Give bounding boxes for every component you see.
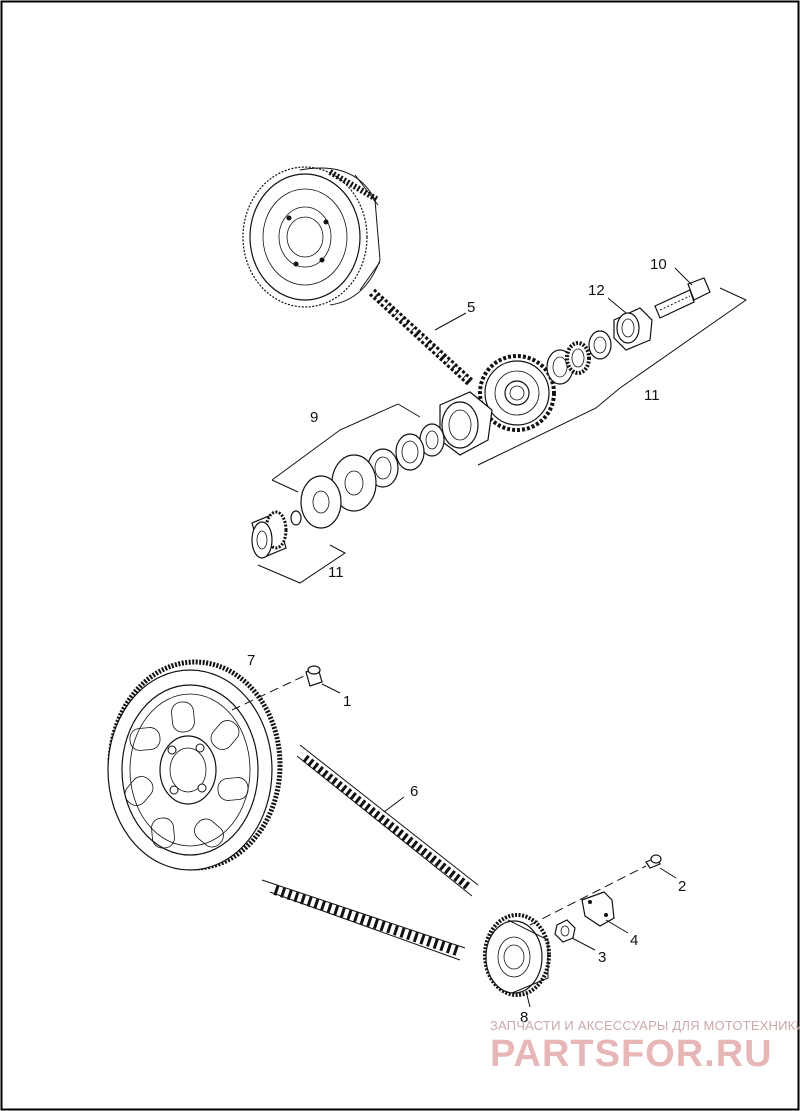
drive-belt [261, 744, 479, 961]
watermark: ЗАПЧАСТИ И АКСЕССУАРЫ ДЛЯ МОТОТЕХНИКИ PA… [490, 1018, 800, 1075]
primary-chain [368, 288, 474, 386]
sprocket-nut [554, 919, 576, 943]
callout-12: 12 [588, 282, 605, 299]
callout-2: 2 [678, 878, 686, 895]
sliding-cam [439, 391, 493, 456]
callout-7: 7 [247, 652, 255, 669]
lock-plate [581, 891, 615, 927]
compensator-bolt [654, 277, 711, 319]
callout-labels: 1 2 3 4 5 6 7 8 9 10 11 11 12 [247, 256, 686, 1026]
callout-9: 9 [310, 409, 318, 426]
compensator-sprocket [478, 354, 556, 432]
bracket-11-right [477, 287, 748, 466]
washer-stack [290, 423, 445, 529]
callout-11-right: 11 [644, 387, 660, 404]
transmission-sprocket [483, 913, 551, 997]
compensator-washers [546, 330, 612, 385]
callout-3: 3 [598, 949, 606, 966]
callout-5: 5 [467, 299, 475, 316]
rear-pulley [107, 659, 283, 871]
shaft-extension [251, 510, 288, 559]
callout-10: 10 [650, 256, 667, 273]
watermark-tagline: ЗАПЧАСТИ И АКСЕССУАРЫ ДЛЯ МОТОТЕХНИКИ [490, 1018, 800, 1033]
bracket-11-lower [257, 544, 346, 584]
callout-4: 4 [630, 932, 638, 949]
callout-11-lower: 11 [328, 564, 344, 581]
callout-1: 1 [343, 693, 351, 710]
pulley-bolt [305, 665, 323, 687]
callout-6: 6 [410, 783, 418, 800]
clutch-basket [242, 166, 381, 308]
watermark-logo: PARTSFOR.RU [490, 1033, 773, 1075]
lock-plate-screw [645, 854, 662, 869]
callout-8: 8 [520, 1009, 528, 1026]
spline-nut [613, 307, 653, 351]
bracket-9 [271, 403, 421, 493]
